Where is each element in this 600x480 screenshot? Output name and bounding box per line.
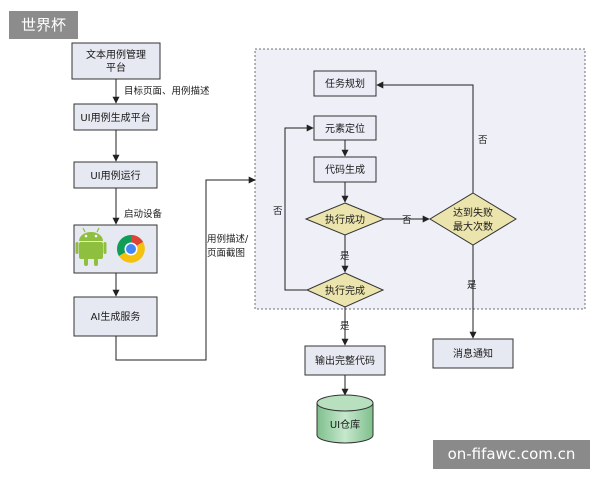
node-text-case-platform-line2: 平台	[106, 61, 126, 74]
node-ui-repo-label: UI仓库	[330, 418, 360, 431]
node-exec-success: 执行成功	[304, 202, 386, 236]
node-element-locate-label: 元素定位	[325, 122, 365, 135]
node-text-case-platform: 文本用例管理 平台	[71, 42, 161, 80]
node-ui-case-run: UI用例运行	[73, 161, 158, 189]
node-text-case-platform-line1: 文本用例管理	[86, 48, 146, 61]
node-ui-repo: UI仓库	[316, 394, 374, 444]
node-max-retry-line1: 达到失败	[453, 206, 493, 219]
edge-label-no-done: 否	[273, 206, 283, 217]
node-exec-done-label: 执行完成	[325, 284, 365, 297]
device-panel	[73, 224, 158, 274]
node-ai-service-label: AI生成服务	[91, 310, 141, 323]
node-task-plan: 任务规划	[313, 70, 377, 97]
node-ui-case-gen-label: UI用例生成平台	[80, 111, 150, 124]
node-max-retry: 达到失败 最大次数	[429, 192, 517, 246]
edge-label-yes-retry: 是	[467, 280, 477, 291]
node-ui-case-run-label: UI用例运行	[90, 169, 140, 182]
chrome-icon	[117, 235, 145, 263]
watermark-bottom-right: on-fifawc.com.cn	[433, 440, 590, 469]
node-exec-success-label: 执行成功	[325, 213, 365, 226]
edge-label-no-success: 否	[402, 215, 412, 226]
node-ui-case-gen: UI用例生成平台	[73, 103, 158, 131]
node-output-code-label: 输出完整代码	[315, 354, 375, 367]
watermark-top-left: 世界杯	[9, 11, 78, 39]
edge-label-case-desc-line2: 页面截图	[207, 247, 245, 259]
edge-label-target-page: 目标页面、用例描述	[124, 85, 210, 97]
edge-label-case-desc-line1: 用例描述/	[207, 233, 249, 245]
agent-loop-region	[254, 48, 586, 310]
edge-label-start-device: 启动设备	[124, 208, 163, 220]
edge-label-yes-done: 是	[340, 321, 350, 332]
android-icon	[75, 227, 107, 266]
node-notify: 消息通知	[432, 338, 514, 369]
node-task-plan-label: 任务规划	[325, 77, 365, 90]
edge-label-yes-success: 是	[340, 251, 350, 262]
node-element-locate: 元素定位	[313, 115, 377, 141]
node-ai-service: AI生成服务	[73, 296, 158, 337]
node-exec-done: 执行完成	[305, 272, 385, 308]
node-code-gen: 代码生成	[313, 156, 377, 183]
node-code-gen-label: 代码生成	[325, 163, 365, 176]
edge-label-no-retry: 否	[478, 135, 488, 146]
node-output-code: 输出完整代码	[304, 345, 386, 376]
node-max-retry-line2: 最大次数	[453, 220, 493, 233]
node-notify-label: 消息通知	[453, 347, 493, 360]
